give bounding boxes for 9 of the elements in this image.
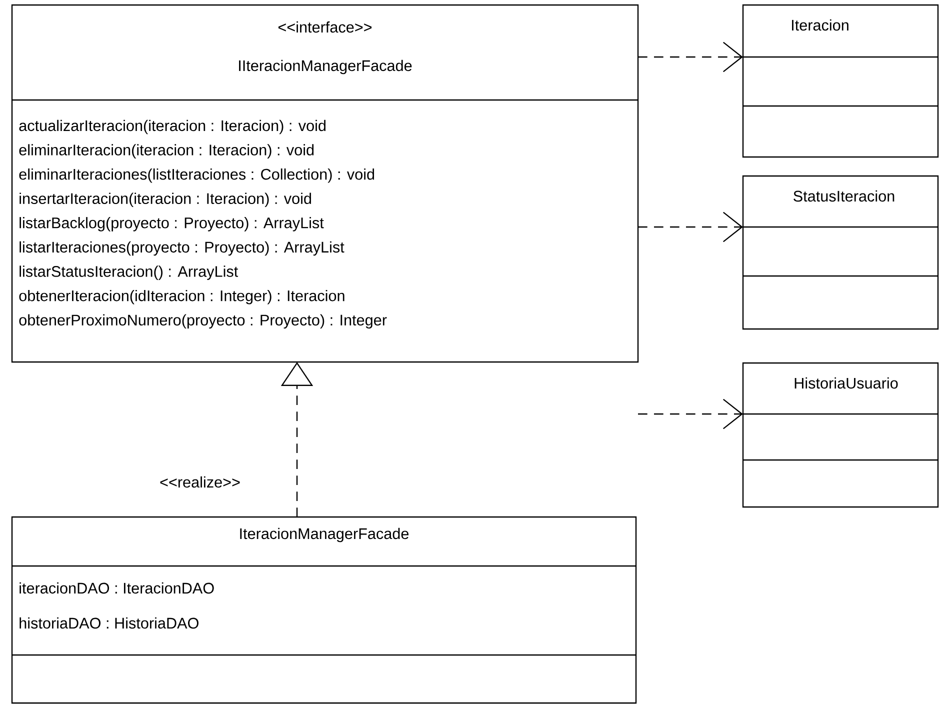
- class-box: HistoriaUsuario: [742, 362, 939, 508]
- dependency-arrow: [638, 212, 743, 242]
- interface-class-box: <<interface>> IIteracionManagerFacade actualizarIteracion(iteracion : Iteracion) : void eliminarIteracion(iteracion : Iteracion) : void eliminarIteraciones(listIteraciones : Collection) : void insertarIteracion(iteracion : Iteracion) : void listarBacklog(proyecto : Proyecto) : ArrayList listarIteraciones(proyecto : Proyecto) : ArrayList listarStatusIteracion() : ArrayList obtenerIteracion(idIteracion : Integer) : Iteracion obtenerProximoNumero(proyecto : Proyecto) : Integer: [11, 4, 639, 363]
- edge-label: <<realize>>: [158, 475, 242, 489]
- class-box: Iteracion: [742, 4, 939, 158]
- class-box: StatusIteracion: [742, 175, 939, 330]
- class-box: IteracionManagerFacade iteracionDAO : IteracionDAO historiaDAO : HistoriaDAO: [11, 516, 637, 704]
- dependency-arrow: [638, 398, 743, 430]
- dependency-arrow: [638, 42, 743, 72]
